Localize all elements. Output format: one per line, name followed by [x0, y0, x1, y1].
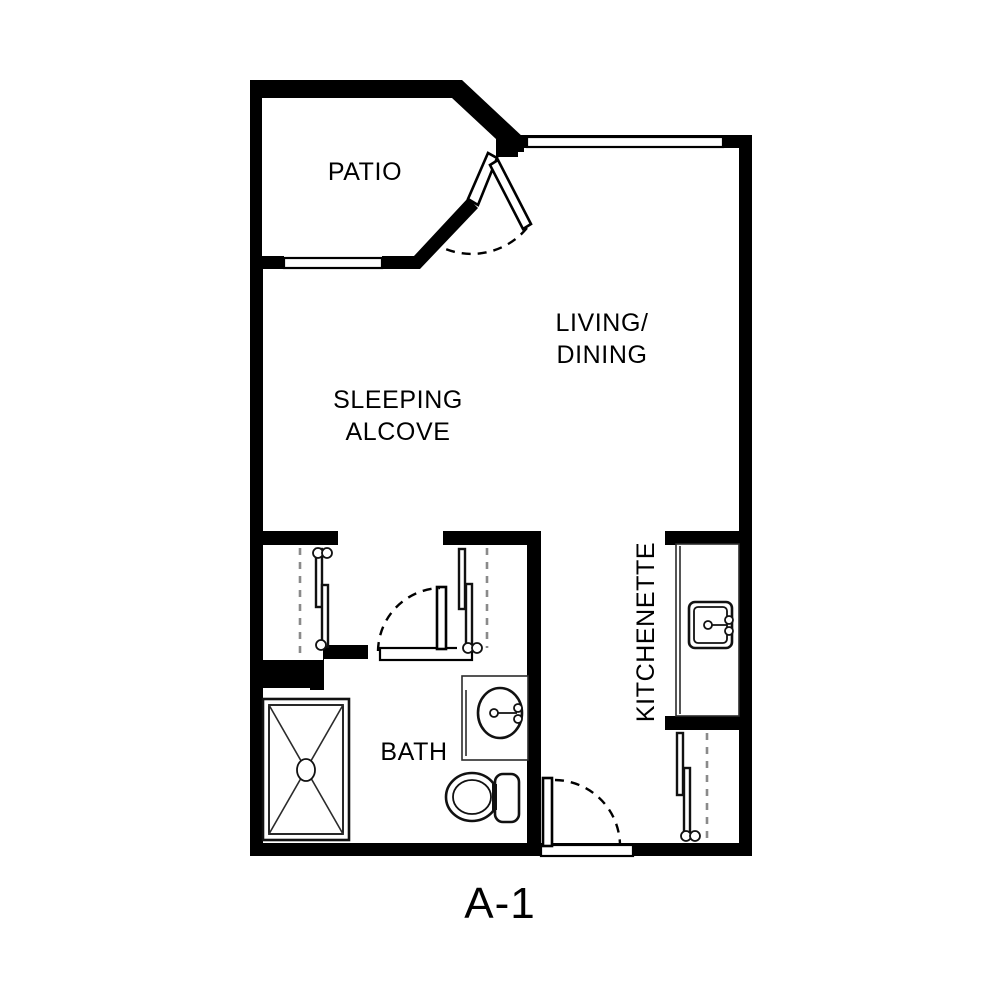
- bath-faucet-handle-2: [513, 714, 523, 724]
- bath-fixtures: [261, 675, 529, 842]
- kitchenette-group: [675, 543, 740, 843]
- living-window: [525, 135, 725, 149]
- kitchen-faucet-handle-2: [724, 626, 734, 636]
- toilet-seat-connector: [492, 784, 497, 810]
- bath-vanity: [461, 675, 529, 761]
- patio-door-leaf-2[interactable]: [488, 158, 533, 231]
- closet-left-track-roller-bottom: [315, 639, 327, 651]
- kitchen-faucet-base: [703, 620, 713, 630]
- patio-door[interactable]: [431, 151, 533, 256]
- bath-faucet-handle-1: [513, 703, 523, 713]
- closet-center-track-roller-2: [471, 642, 483, 654]
- room-label-bath: BATH: [380, 738, 447, 766]
- closet-center-header-wall: [443, 531, 541, 545]
- kitchen-divider-wall: [665, 716, 752, 730]
- room-label-kitchenette: KITCHENETTE: [632, 542, 660, 722]
- bath-threshold-opening: [378, 646, 474, 662]
- closet-left-header-wall: [250, 531, 338, 545]
- bath-wall-north-left-2: [250, 674, 322, 688]
- room-labels-group: PATIO LIVING/ DINING SLEEPING ALCOVE BAT…: [328, 158, 660, 766]
- patio-bottom-wall-right: [382, 198, 478, 269]
- exterior-wall-right: [739, 135, 752, 856]
- closet-left-slider-panel-2[interactable]: [320, 583, 330, 649]
- closet-left-track-roller-top-2: [321, 547, 333, 559]
- shower-drain-icon: [296, 758, 316, 782]
- bath-wall-north-left: [250, 660, 322, 674]
- closet-kitchen-slider-panel-1[interactable]: [675, 731, 685, 797]
- bath-door-swing-arc: [376, 586, 441, 652]
- plan-title: A-1: [464, 879, 535, 928]
- toilet-tank: [493, 772, 521, 824]
- exterior-wall-left: [250, 256, 263, 856]
- entry-door[interactable]: [541, 776, 622, 848]
- room-label-sleeping-line1: SLEEPING: [333, 386, 463, 414]
- closet-center[interactable]: [457, 545, 527, 654]
- closet-left-interior: [263, 545, 323, 660]
- room-label-living-line1: LIVING/: [555, 309, 648, 337]
- room-label-living-line2: DINING: [556, 341, 647, 369]
- closet-kitchen[interactable]: [675, 730, 739, 843]
- shower-pan: [261, 697, 351, 842]
- kitchen-sink: [687, 600, 734, 650]
- patio-door-swing-arc: [431, 227, 528, 256]
- bath-faucet-base: [489, 708, 499, 718]
- bath-wall-east-lower: [527, 673, 541, 856]
- patio-rail-opening: [282, 256, 384, 270]
- entry-threshold-opening: [539, 843, 635, 858]
- closet-center-slider-panel-1[interactable]: [457, 547, 467, 611]
- entry-door-leaf[interactable]: [541, 776, 554, 848]
- bath-wall-east-upper: [527, 531, 541, 673]
- kitchen-counter-head-wall: [665, 531, 752, 544]
- closet-kitchen-track-roller-2: [689, 830, 701, 842]
- exterior-wall-bottom: [250, 843, 752, 856]
- room-label-sleeping-line2: ALCOVE: [345, 418, 450, 446]
- patio-door-jamb-top: [496, 135, 518, 157]
- kitchen-faucet-handle-1: [724, 615, 734, 625]
- closet-kitchen-slider-panel-2[interactable]: [682, 766, 692, 840]
- bath-door[interactable]: [376, 585, 448, 652]
- openings-group: [282, 135, 725, 858]
- bath-door-leaf[interactable]: [435, 585, 448, 651]
- toilet-bowl-inner: [452, 779, 492, 815]
- room-label-patio: PATIO: [328, 158, 402, 186]
- closet-center-slider-panel-2[interactable]: [464, 582, 474, 648]
- toilet: [444, 771, 521, 824]
- closet-left[interactable]: [263, 545, 333, 660]
- entry-door-swing-arc: [554, 778, 622, 846]
